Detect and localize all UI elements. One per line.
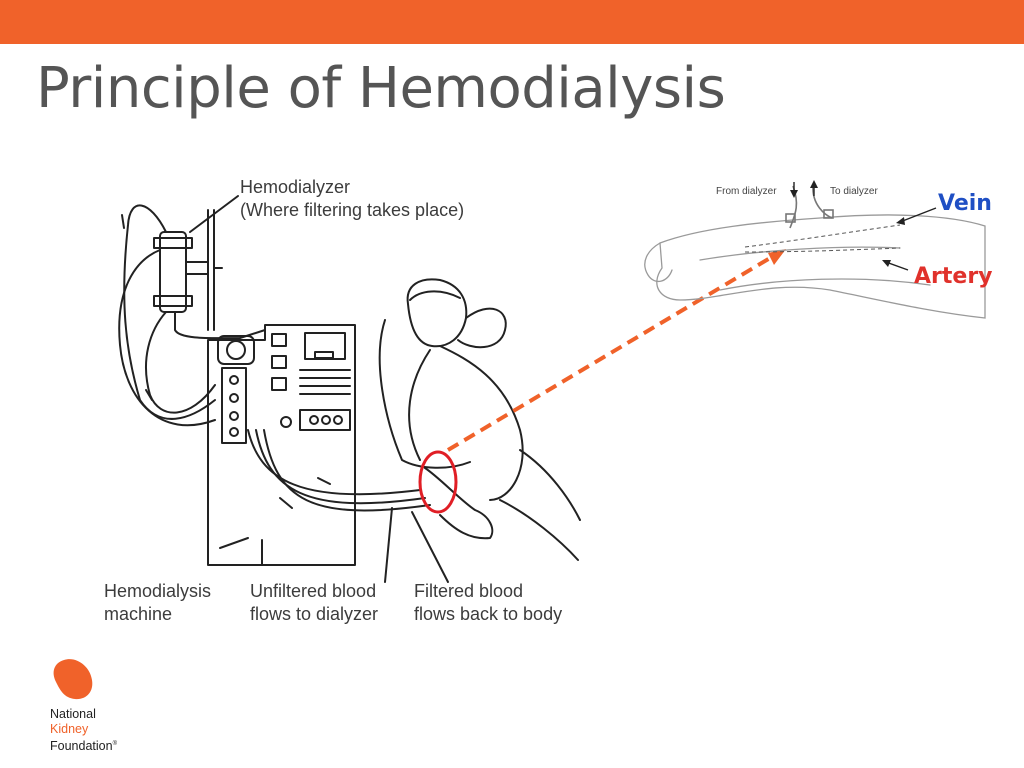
nkf-logo: National Kidney Foundation® (50, 656, 117, 754)
dashed-pointer (446, 256, 772, 452)
logo-line-national: National (50, 707, 96, 721)
inset-vein (744, 224, 901, 248)
registered-mark: ® (112, 741, 117, 747)
hemodialysis-machine-outline (207, 324, 356, 566)
label-artery: Artery (914, 264, 993, 289)
label-unfiltered-blood: Unfiltered blood (250, 581, 377, 601)
label-from-dialyzer: From dialyzer (716, 186, 777, 197)
inset-hand (644, 242, 673, 283)
label-machine-line2: machine (104, 604, 173, 624)
arterial-tubing (123, 204, 216, 420)
patient-forearm (424, 467, 494, 540)
label-vein: Vein (938, 191, 992, 216)
kidney-icon (53, 659, 93, 700)
blood-lines-to-patient (247, 429, 421, 496)
top-accent-bar (0, 0, 1024, 44)
logo-line-kidney: Kidney (50, 722, 89, 736)
patient-raised-arm (457, 307, 507, 349)
machine-display (304, 332, 346, 360)
patient-torso (439, 345, 524, 501)
inset-artery (744, 247, 901, 253)
label-hemodialyzer: Hemodialyzer (240, 177, 351, 197)
label-filtered-blood: Filtered blood (414, 581, 524, 601)
dashed-pointer-arrowhead (768, 249, 786, 265)
label-filtered-blood-line2: flows back to body (414, 604, 563, 624)
patient-head (406, 278, 468, 348)
access-site-circle (418, 450, 458, 514)
vein-leader (899, 207, 937, 223)
label-machine: Hemodialysis (104, 581, 212, 601)
label-unfiltered-blood-line2: flows to dialyzer (250, 604, 379, 624)
label-to-dialyzer: To dialyzer (830, 186, 878, 197)
artery-leader (885, 261, 909, 271)
label-hemodialyzer-note: (Where filtering takes place) (240, 200, 465, 220)
blood-pump (217, 335, 255, 365)
hemodialyzer (159, 231, 187, 313)
patient-chair (378, 319, 471, 469)
slide-title: Principle of Hemodialysis (36, 56, 726, 121)
patient-legs (499, 499, 579, 561)
logo-line-foundation: Foundation® (50, 739, 117, 754)
